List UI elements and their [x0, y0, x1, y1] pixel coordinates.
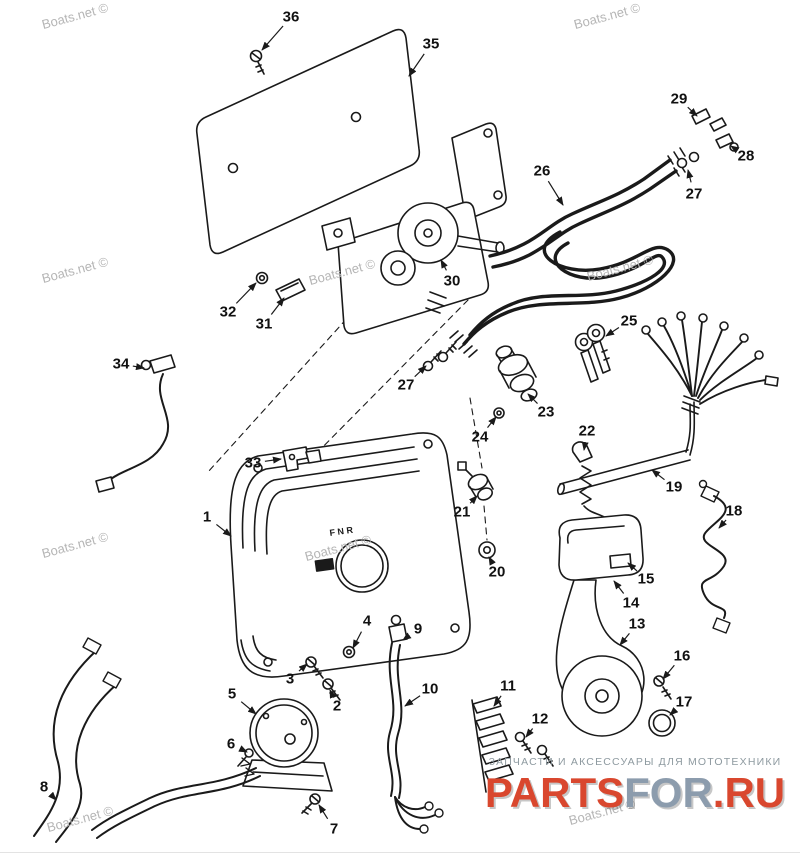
part-31-clip [275, 278, 306, 302]
part-35-plate [195, 28, 421, 255]
part-12-screws [514, 731, 554, 767]
part-14-grip [558, 514, 644, 581]
part-7-screw [301, 793, 321, 815]
part-15-button [609, 553, 632, 569]
logo-letter: S [596, 769, 625, 816]
bottom-rule [0, 852, 800, 853]
part-23-ignition-switch [495, 345, 538, 402]
logo-letter: T [570, 769, 597, 816]
part-26-control-cables [462, 158, 678, 346]
logo-letter: U [754, 769, 786, 816]
logo-letter: . [712, 769, 725, 816]
logo-letter: R [540, 769, 571, 816]
part-13-control-handle [555, 514, 645, 737]
part-29-fitting [691, 108, 727, 132]
part-5-horn [242, 698, 333, 792]
logo-letter: F [624, 769, 650, 816]
part-8-wires [33, 637, 261, 843]
cable-threaded-ends [449, 147, 686, 358]
part-30-control-mechanism [321, 122, 507, 335]
part-18-coiled-cable [698, 479, 731, 634]
logo-letter: R [682, 769, 713, 816]
part-11-terminal-block [471, 696, 514, 793]
part-27-nuts-right [676, 151, 700, 169]
logo-letter: P [484, 769, 510, 816]
part-1-control-housing [229, 432, 471, 678]
logo-letter: A [509, 769, 541, 816]
part-25-keys [574, 323, 611, 383]
part-33-clamp [282, 446, 322, 472]
footer-branding: ЗАПЧАСТИ И АКСЕССУАРЫ ДЛЯ МОТОТЕХНИКИ PA… [470, 756, 800, 814]
part-21-switch [457, 461, 494, 501]
part-19-harness [556, 311, 779, 496]
part-36-screw [249, 49, 265, 75]
partsfor-logo: PARTSFOR.RU [470, 772, 800, 814]
part-9-connector [388, 614, 408, 643]
part-10-cable [386, 642, 444, 834]
footer-tagline: ЗАПЧАСТИ И АКСЕССУАРЫ ДЛЯ МОТОТЕХНИКИ [488, 756, 782, 768]
part-17-cap [648, 709, 676, 737]
part-2-screw [322, 678, 341, 701]
part-34-lanyard [95, 354, 176, 493]
part-28-fitting [715, 133, 739, 152]
console-markings: F N R [329, 525, 354, 538]
part-32-nut [255, 271, 269, 285]
part-16-screw [653, 675, 672, 700]
logo-letter: O [649, 769, 683, 816]
part-24-terminal [493, 407, 505, 419]
part-3-screw [305, 656, 324, 679]
logo-letter: R [724, 769, 755, 816]
part-27-screws-left [422, 341, 457, 372]
part-4-washer [342, 645, 356, 659]
part-20-washer [478, 541, 496, 559]
